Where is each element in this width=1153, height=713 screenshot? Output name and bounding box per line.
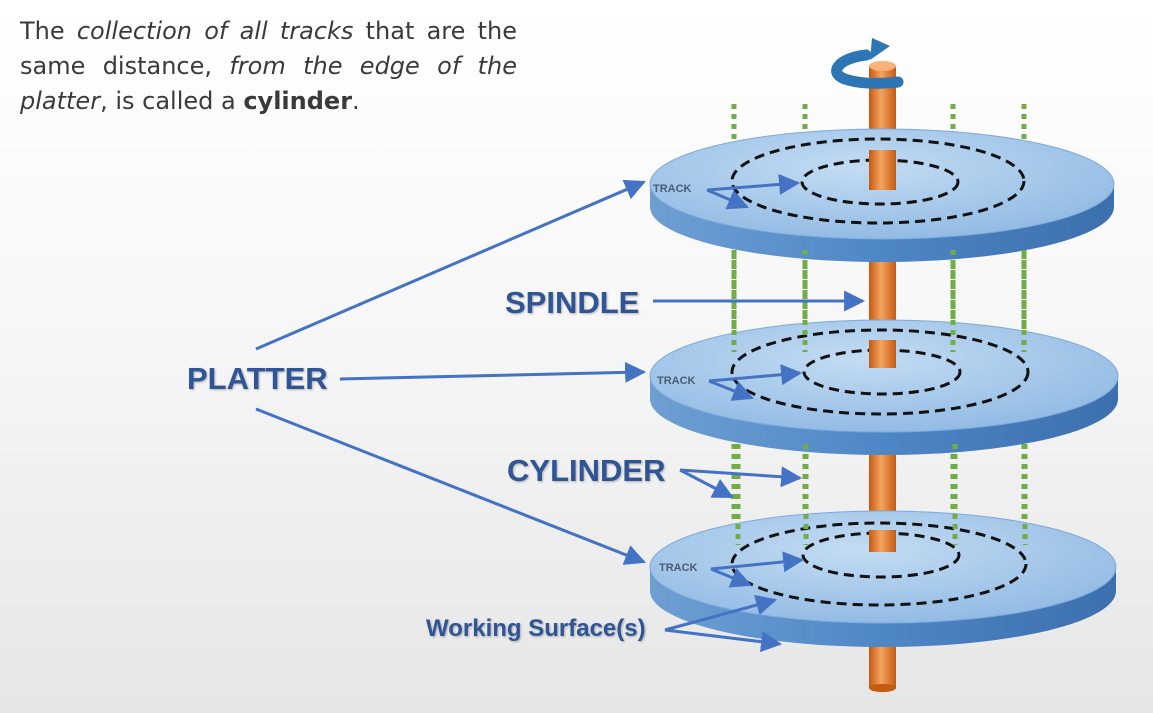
track-arrow-bottom-inner [710,567,752,588]
track-inner-ring [800,158,960,206]
platter-top [649,128,1115,262]
spindle-segment-bottom [869,640,896,688]
track-label-bottom: TRACK [659,562,698,574]
track-outer-ring [730,328,1030,416]
intro-italic-collection: collection of all tracks [76,17,354,45]
track-arrow-top-inner [706,188,749,210]
spindle-through-platter [869,340,896,368]
track-arrow-mid-inner [708,379,754,401]
spindle-cap [869,61,896,71]
working-surface-arrow-lower [664,628,783,653]
track-arrow-mid-outer [708,364,803,386]
intro-text-part-2: that are the same distance, [20,17,518,80]
platter-label: PLATTER [187,361,328,396]
cylinder-arrow-upper [679,466,803,488]
annotation-arrows [255,173,866,653]
spindle-through-platter [869,150,896,190]
curved-rotation-arrow-icon [831,38,904,89]
intro-text-part-4: . [352,87,360,115]
spindle-label: SPINDLE [505,285,640,320]
cylinder-arrow-lower [679,468,734,499]
working-surface-arrow-upper [664,594,778,632]
platter-middle [649,319,1119,455]
platter-arrow-top [255,179,646,351]
track-inner-ring [802,348,962,396]
platter-bottom [649,510,1117,647]
platter-arrow-bottom [255,407,646,565]
cylinder-guides-front [731,250,1028,545]
intro-text: The collection of all tracks that are th… [20,14,517,119]
intro-text-part-3: , is called a [100,87,244,115]
track-outer-ring [730,137,1026,225]
platter-surface [649,319,1119,433]
track-arrow-bottom-outer [710,551,805,573]
track-label-top: TRACK [653,183,692,195]
working-surfaces-label: Working Surface(s) [426,615,646,642]
spindle-base [869,684,896,692]
track-label-middle: TRACK [657,375,696,387]
platter-arrow-middle [339,361,647,383]
spindle-through-platter [869,530,896,552]
intro-italic-edge: from the edge of the platter [20,52,517,115]
intro-text-part-1: The [20,17,77,45]
track-outer-ring [730,521,1028,607]
track-arrow-top-outer [706,173,801,195]
cylinder-label: CYLINDER [507,453,666,488]
intro-bold-cylinder: cylinder [243,87,353,115]
